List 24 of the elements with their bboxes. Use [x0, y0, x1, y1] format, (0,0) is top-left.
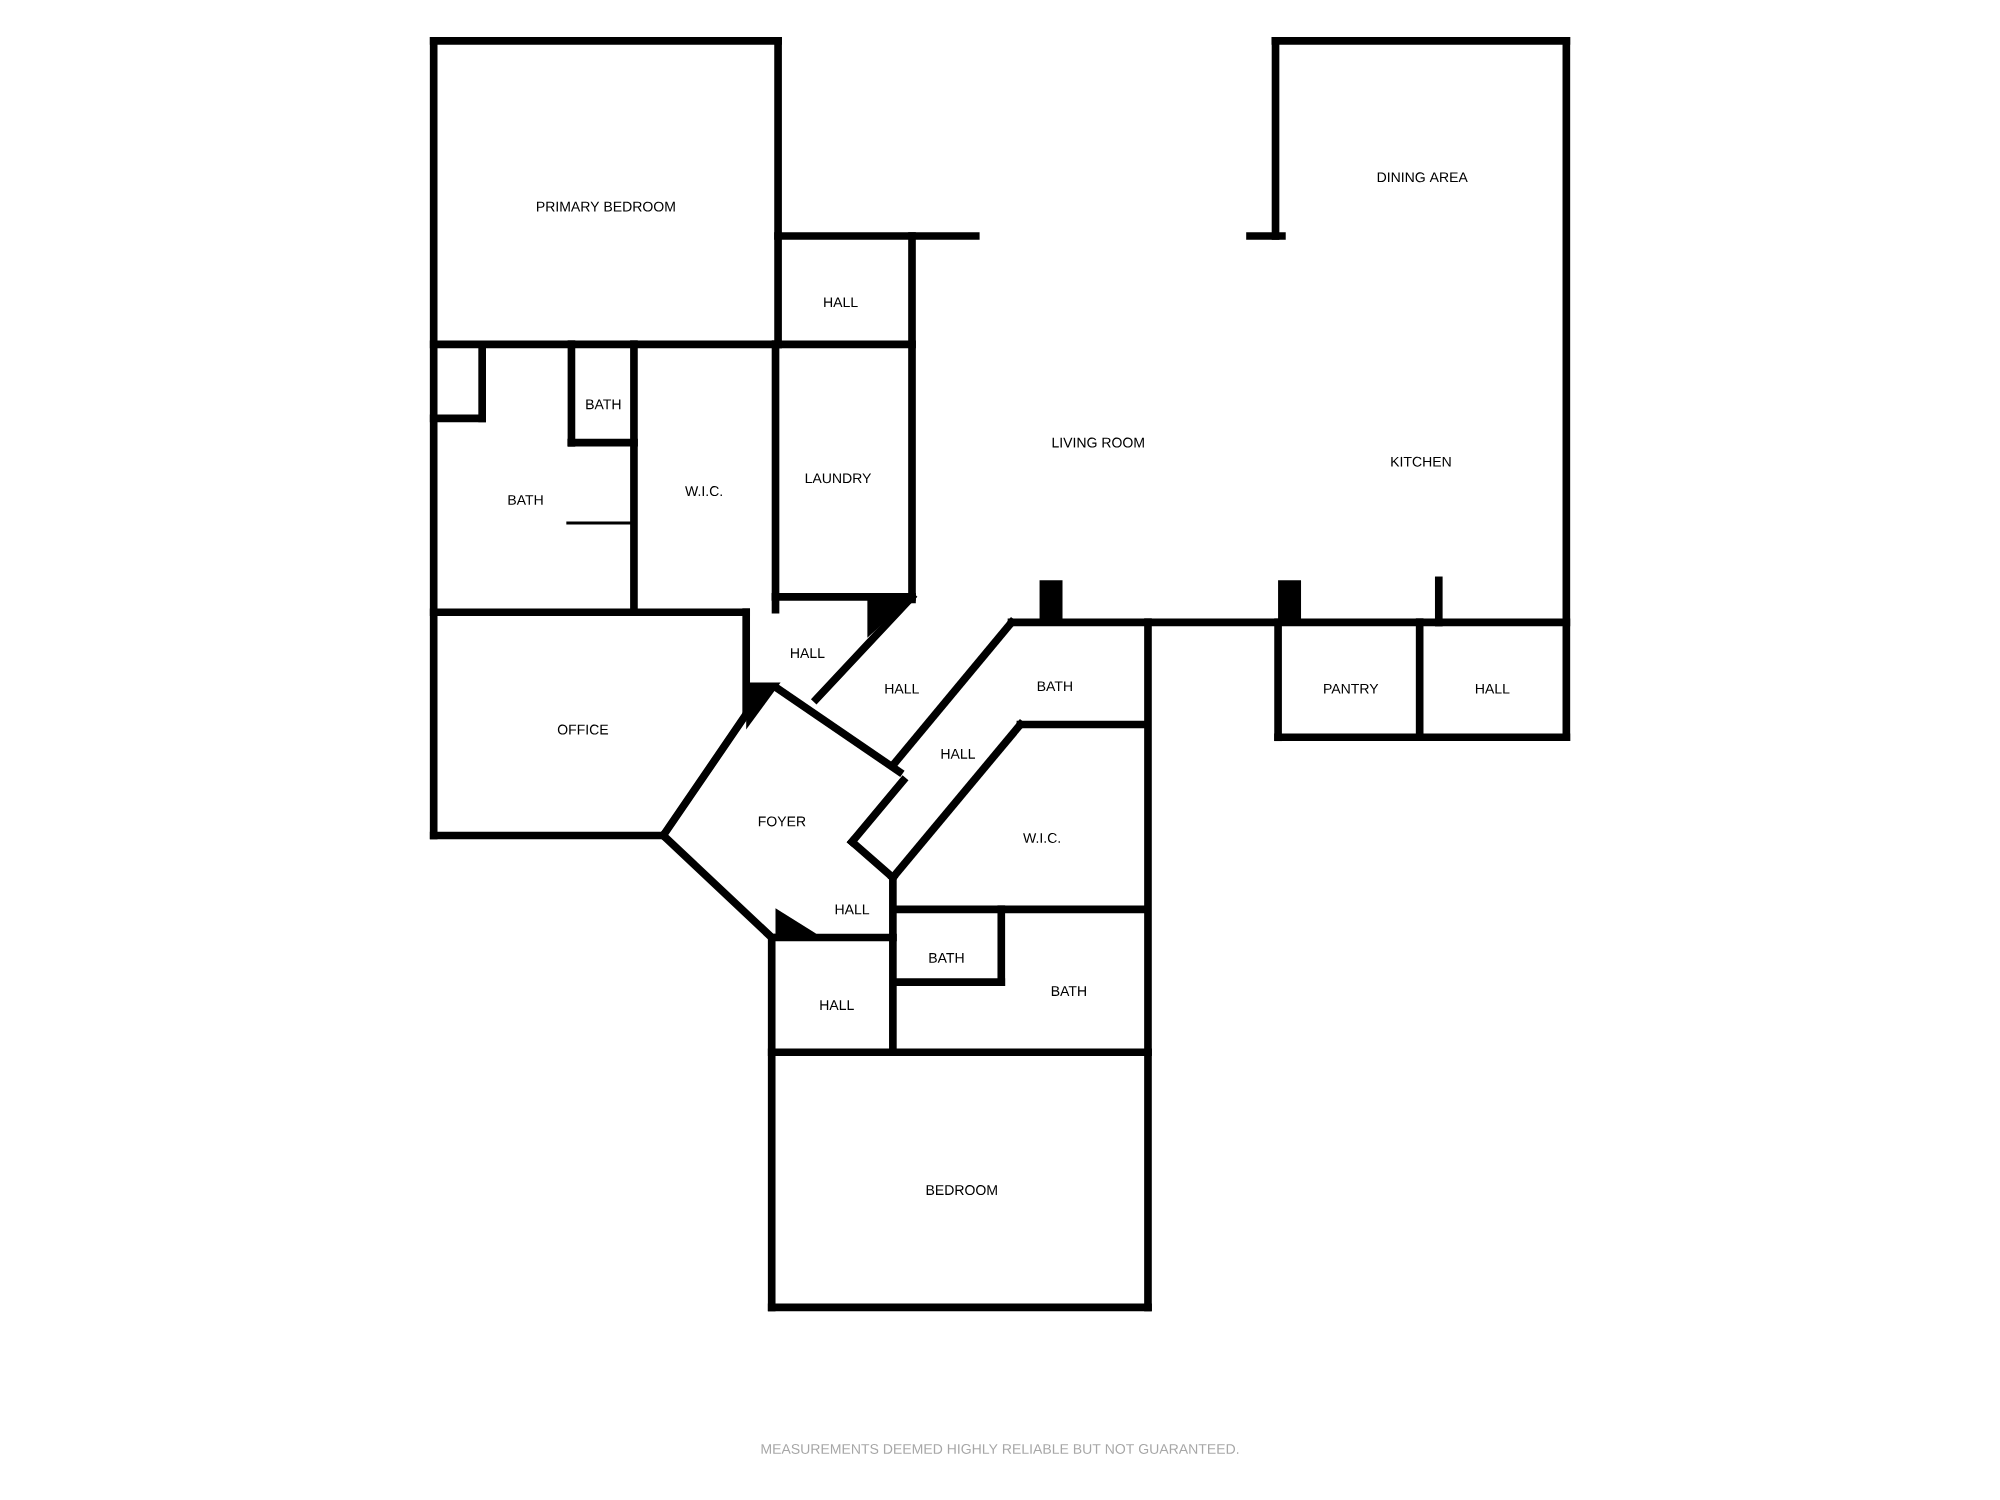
room-label: HALL [885, 683, 919, 694]
room-label: DINING AREA [1377, 172, 1468, 183]
room-label: FOYER [758, 816, 806, 827]
room-label: HALL [1476, 683, 1510, 694]
room-label: HALL [835, 904, 870, 915]
room-label: LAUNDRY [805, 473, 872, 484]
room-label: LIVING ROOM [1052, 437, 1144, 448]
room-label: BATH [1037, 681, 1072, 692]
room-label: BATH [508, 495, 543, 505]
room-label: BATH [929, 953, 964, 963]
room-label: HALL [941, 749, 976, 759]
room-label: PRIMARY BEDROOM [537, 201, 675, 212]
room-label: OFFICE [557, 724, 609, 735]
room-label: BEDROOM [926, 1185, 997, 1195]
room-label: PANTRY [1324, 683, 1379, 694]
room-label: BATH [1051, 986, 1086, 996]
footer-note: MEASUREMENTS DEEMED HIGHLY RELIABLE BUT NOT GUARANTEED. [761, 1444, 1239, 1454]
room-label: W.I.C. [1023, 833, 1060, 843]
room-label: BATH [586, 399, 621, 410]
room-label: HALL [820, 1000, 854, 1010]
room-label: W.I.C. [685, 486, 722, 496]
room-label: HALL [824, 297, 858, 308]
room-label: HALL [791, 648, 825, 658]
room-label: KITCHEN [1391, 456, 1451, 467]
